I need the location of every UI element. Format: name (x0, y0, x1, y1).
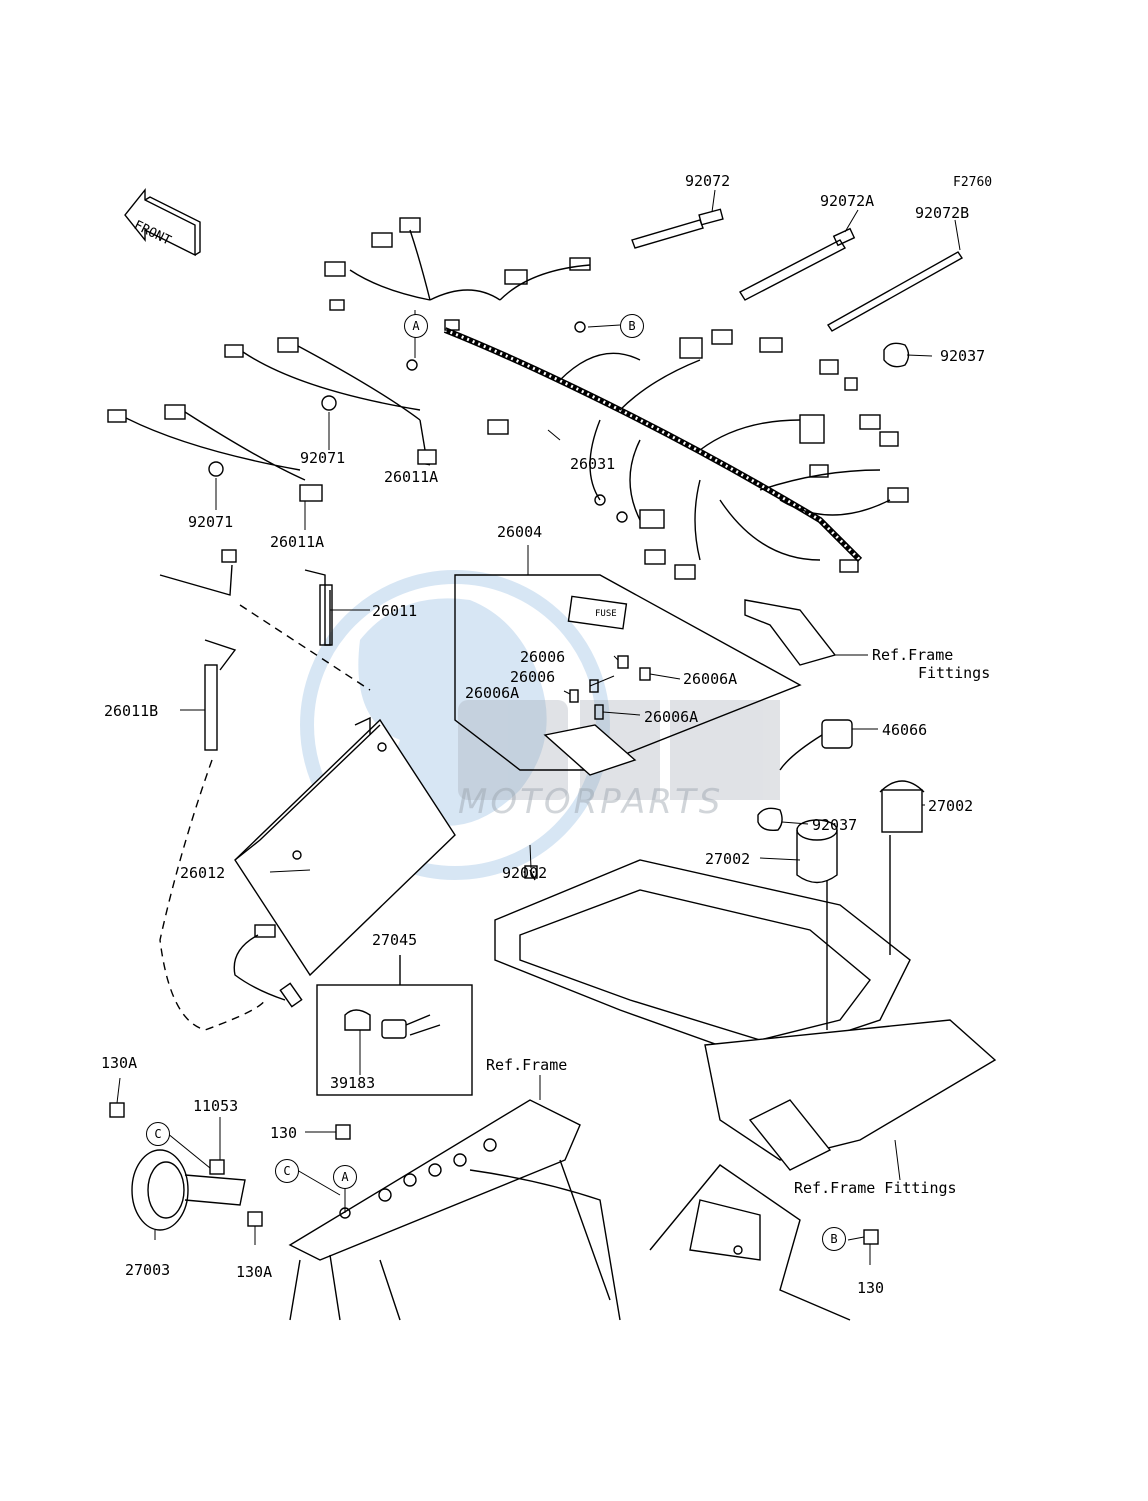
fuse-label: FUSE (595, 609, 617, 619)
label-39183: 39183 (330, 1074, 376, 1092)
callout-a-frame: A (333, 1165, 357, 1189)
label-92072B: 92072B (915, 204, 970, 222)
battery-sensor-lead (233, 924, 303, 1008)
label-26006-b: 26006 (510, 668, 556, 686)
battery-26012 (234, 716, 456, 977)
label-26011A-lower: 26011A (270, 533, 325, 551)
label-26011: 26011 (372, 602, 418, 620)
bolt-130A-lower (247, 1211, 263, 1227)
horn-27003 (131, 1149, 246, 1231)
label-26011A-upper: 26011A (384, 468, 439, 486)
label-92071-lower: 92071 (188, 513, 234, 531)
cable-tie-92072A (739, 227, 856, 301)
label-ref-frame-fittings-1: Ref.Frame (872, 646, 954, 664)
label-92002: 92002 (502, 864, 548, 882)
drawing-code: F2760 (953, 175, 993, 190)
label-46066: 46066 (882, 721, 928, 739)
grommet-92071-lower (208, 461, 224, 477)
label-92037-top: 92037 (940, 347, 986, 365)
label-92072: 92072 (685, 172, 731, 190)
label-26004: 26004 (497, 523, 543, 541)
label-27003: 27003 (125, 1261, 171, 1279)
label-27045: 27045 (372, 931, 418, 949)
label-ref-frame-fittings-bottom: Ref.Frame Fittings (794, 1179, 957, 1197)
callout-c-left: C (146, 1122, 170, 1146)
fuse-box-group (454, 574, 802, 776)
label-26011B: 26011B (104, 702, 159, 720)
label-130-frame: 130 (270, 1124, 298, 1142)
cable-tie-92072 (631, 208, 724, 249)
label-92037-mid: 92037 (812, 816, 858, 834)
battery-cable-26011 (304, 569, 333, 646)
label-92072A: 92072A (820, 192, 875, 210)
cable-tie-92072B (826, 251, 964, 332)
switch-27002-left (796, 819, 838, 884)
label-130-right: 130 (857, 1279, 885, 1297)
clamp-92037-mid (757, 807, 783, 832)
label-ref-frame: Ref.Frame (486, 1056, 568, 1074)
label-11053: 11053 (193, 1097, 239, 1115)
bolt-130-right (863, 1229, 879, 1245)
frame-fitting-tray (494, 835, 997, 1171)
clamp-92037-top (883, 342, 910, 368)
route-dashed (239, 604, 371, 691)
battery-cable-neg (159, 549, 237, 596)
label-92071-upper: 92071 (300, 449, 346, 467)
front-arrow-icon (124, 188, 201, 257)
label-26031: 26031 (570, 455, 616, 473)
fitting-bracket (744, 599, 837, 666)
label-26006A-bottom: 26006A (644, 708, 699, 726)
sub-harness-26011A-lower (107, 404, 323, 502)
callout-b-top: B (620, 314, 644, 338)
callout-c-frame: C (275, 1159, 299, 1183)
label-ref-frame-fittings-2: Fittings (918, 664, 991, 682)
callout-b-frame: B (822, 1227, 846, 1251)
label-26006A-right: 26006A (683, 670, 738, 688)
label-26012: 26012 (180, 864, 226, 882)
switch-27002-right (879, 780, 925, 833)
group-27045 (316, 955, 473, 1096)
label-27002-right: 27002 (928, 797, 974, 815)
bolt-130-frame (335, 1124, 351, 1140)
label-26006-a: 26006 (520, 648, 566, 666)
label-27002-left: 27002 (705, 850, 751, 868)
sub-harness-26011A-upper (224, 337, 437, 465)
bolt-130A-upper (109, 1102, 125, 1118)
callout-a-top: A (404, 314, 428, 338)
connector-46066 (779, 719, 853, 771)
battery-cable-26011B (204, 639, 237, 751)
label-130A-lower: 130A (236, 1263, 273, 1281)
main-frame (288, 1099, 851, 1321)
main-harness-26031 (324, 217, 909, 580)
label-130A-upper: 130A (101, 1054, 138, 1072)
leader-lines (116, 189, 961, 1265)
label-26006A-left: 26006A (465, 684, 520, 702)
grommet-92071-upper (321, 395, 337, 411)
route-dashed-lower (159, 759, 266, 1031)
